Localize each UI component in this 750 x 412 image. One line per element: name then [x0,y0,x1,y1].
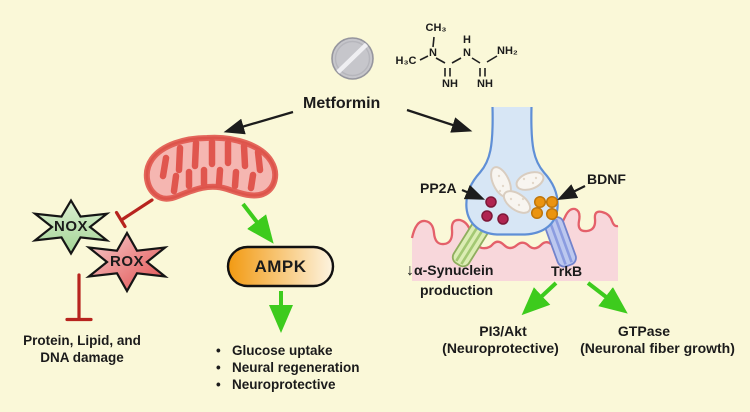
bullet-icon: • [216,377,221,392]
arrow-metformin-to-mitochondria [223,110,294,135]
mitochondria-icon [143,134,279,202]
rox-label: ROX [109,253,144,270]
pi3akt-note: (Neuroprotective) [442,340,559,356]
chem-n2: N [463,47,471,59]
metformin-label: Metformin [303,95,381,112]
synuclein-label: ↓α-Synuclein [406,262,493,279]
arrow-mito-to-ampk [241,202,274,244]
chem-nh-right: NH [477,78,493,90]
ampk-capsule [226,245,335,288]
bullet-icon: • [216,343,221,358]
damage-label: Protein, Lipid, and DNA damage [23,333,141,365]
synuclein-text: α-Synuclein [414,262,494,278]
bullet-icon: • [216,360,221,375]
chem-ch3: CH₃ [425,22,447,34]
list-item: • Neuroprotective [214,376,360,393]
pp2a-label: PP2A [420,180,457,196]
chemical-structure [419,36,498,77]
pp2a-molecules [481,196,509,225]
chem-h: H [463,34,471,46]
ampk-effects-list: • Glucose uptake • Neural regeneration •… [214,342,360,393]
arrow-trkb-to-gtpase [586,281,628,314]
arrow-metformin-to-synapse [406,108,473,133]
effect-neuroprotective: Neuroprotective [232,377,336,392]
synaptic-vesicles [490,166,545,214]
chem-nh-left: NH [442,78,458,90]
pill-icon [331,37,374,80]
pi3akt-label: PI3/Akt [479,323,527,339]
ampk-label: AMPK [254,257,307,276]
synapse-terminal-outline [465,106,559,236]
chem-nh2: NH₂ [497,45,518,57]
chem-h3c: H₃C [395,55,417,67]
membrane-wavy-line [410,207,619,250]
list-item: • Glucose uptake [214,342,360,359]
inhibit-mito-to-nox [114,198,154,229]
nox-label: NOX [53,218,88,235]
decrease-arrow-icon: ↓ [406,262,414,279]
inhibit-rox-to-damage [65,273,93,322]
rox-star [85,230,169,294]
arrow-bdnf-label [557,184,586,200]
gtpase-note: (Neuronal fiber growth) [580,340,735,356]
arrow-pp2a-label [461,184,486,200]
arrow-trkb-to-pi3akt [521,281,558,316]
gtpase-label: GTPase [617,323,671,339]
bdnf-molecules [530,195,559,221]
bdnf-label: BDNF [587,171,626,187]
trkb-label: TrkB [551,263,583,279]
list-item: • Neural regeneration [214,359,360,376]
chem-n1: N [429,47,437,59]
effect-neural-regeneration: Neural regeneration [232,360,360,375]
nox-star [31,198,111,256]
synuclein-label-line2: production [420,282,494,298]
effect-glucose-uptake: Glucose uptake [232,343,333,358]
